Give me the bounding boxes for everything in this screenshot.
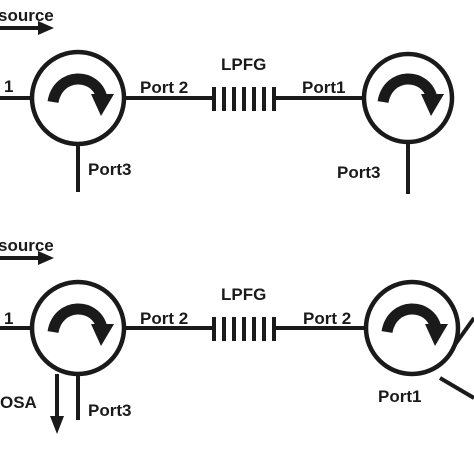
top-left-circ-port3-label: Port3: [88, 160, 131, 179]
top-left-circulator: [29, 49, 127, 147]
bottom-left-circ-port1-label: 1: [4, 309, 13, 328]
top-right-circulator: [361, 51, 455, 145]
top-source-label: source: [0, 6, 54, 25]
bottom-setup: source 1 Port 2 Port3 OSA LPFG: [0, 236, 474, 434]
top-right-circ-port3-label: Port3: [337, 163, 380, 182]
bottom-right-circ-port2-label: Port 2: [303, 309, 351, 328]
bottom-right-circ-port1-label: Port1: [378, 387, 421, 406]
bottom-left-circ-port3-label: Port3: [88, 401, 131, 420]
bottom-lpfg-label: LPFG: [221, 285, 266, 304]
bottom-osa-label: OSA: [0, 393, 37, 412]
bottom-left-circulator: [29, 279, 127, 377]
top-lpfg-grating: [212, 87, 276, 111]
bottom-lpfg-grating: [212, 317, 276, 341]
top-left-circ-port1-label: 1: [4, 77, 13, 96]
top-right-circ-port1-label: Port1: [302, 78, 345, 97]
bottom-right-circulator: [363, 279, 461, 377]
bottom-source-label: source: [0, 236, 54, 255]
bottom-right-circ-port1-fiber: [438, 376, 474, 400]
top-setup: source 1 Port 2 Port3 LPFG Port1 Port3: [0, 6, 455, 194]
bottom-osa-arrow-head: [50, 416, 64, 434]
top-source-arrow-head: [38, 21, 54, 35]
top-lpfg-label: LPFG: [221, 55, 266, 74]
bottom-left-circ-port2-label: Port 2: [140, 309, 188, 328]
bottom-source-arrow-head: [38, 251, 54, 265]
top-left-circ-port2-label: Port 2: [140, 78, 188, 97]
